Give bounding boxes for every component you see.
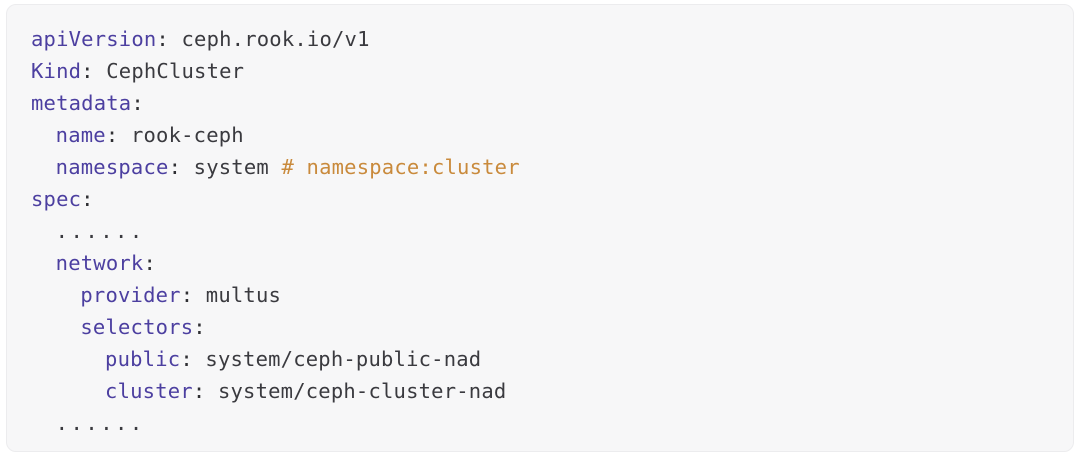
- yaml-value: CephCluster: [106, 59, 245, 83]
- code-line: public: system/ceph-public-nad: [31, 343, 1049, 375]
- yaml-separator: :: [105, 123, 131, 147]
- code-line: Kind: CephCluster: [31, 55, 1049, 87]
- yaml-value: multus: [205, 283, 282, 307]
- code-line: spec:: [31, 183, 1049, 215]
- ellipsis-token: ......: [55, 411, 145, 435]
- yaml-value: rook-ceph: [130, 123, 244, 147]
- yaml-separator: :: [193, 315, 206, 339]
- yaml-separator: :: [131, 91, 144, 115]
- ellipsis-token: ......: [55, 219, 145, 243]
- yaml-separator: :: [81, 187, 94, 211]
- yaml-comment: # namespace:cluster: [281, 155, 520, 179]
- code-line: cluster: system/ceph-cluster-nad: [31, 375, 1049, 407]
- code-line: metadata:: [31, 87, 1049, 119]
- yaml-value: system: [193, 155, 282, 179]
- yaml-key: apiVersion: [31, 27, 157, 51]
- yaml-separator: :: [168, 155, 194, 179]
- yaml-value: ceph.rook.io/v1: [181, 27, 370, 51]
- code-line: ......: [31, 215, 1049, 247]
- code-line: network:: [31, 247, 1049, 279]
- yaml-key: public: [105, 347, 181, 371]
- yaml-key: metadata: [31, 91, 132, 115]
- yaml-key: name: [55, 123, 106, 147]
- yaml-key: network: [55, 251, 144, 275]
- yaml-separator: :: [81, 59, 107, 83]
- yaml-key: selectors: [80, 315, 194, 339]
- yaml-key: Kind: [31, 59, 82, 83]
- code-line: namespace: system # namespace:cluster: [31, 151, 1049, 183]
- yaml-key: provider: [80, 283, 181, 307]
- yaml-value: system/ceph-public-nad: [205, 347, 482, 371]
- code-line: apiVersion: ceph.rook.io/v1: [31, 23, 1049, 55]
- code-line: ......: [31, 407, 1049, 439]
- code-line: name: rook-ceph: [31, 119, 1049, 151]
- yaml-separator: :: [156, 27, 182, 51]
- code-line: provider: multus: [31, 279, 1049, 311]
- yaml-separator: :: [143, 251, 157, 275]
- yaml-separator: :: [192, 379, 218, 403]
- yaml-value: system/ceph-cluster-nad: [217, 379, 507, 403]
- yaml-separator: :: [180, 347, 206, 371]
- code-line: selectors:: [31, 311, 1049, 343]
- yaml-separator: :: [180, 283, 206, 307]
- yaml-key: namespace: [55, 155, 169, 179]
- yaml-key: spec: [31, 187, 82, 211]
- yaml-key: cluster: [105, 379, 193, 403]
